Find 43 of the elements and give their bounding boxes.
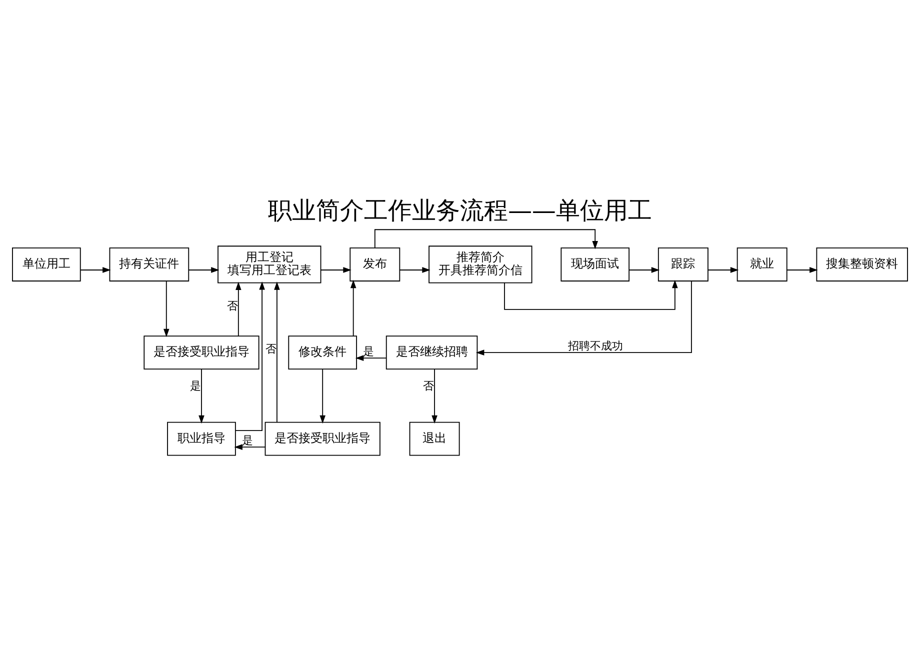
edge-label: 招聘不成功 (568, 339, 623, 352)
arrow (708, 267, 739, 273)
arrow (399, 267, 430, 273)
edge-label: 否 (423, 379, 434, 392)
node-box: 发布 (350, 248, 400, 282)
node-box: 持有关证件 (109, 248, 190, 282)
arrow (198, 368, 204, 424)
node-box: 是否接受职业指导 (144, 336, 260, 370)
arrow (188, 267, 220, 273)
arrow (374, 229, 598, 250)
node-box: 跟踪 (658, 248, 708, 282)
arrow (235, 282, 265, 432)
node-box: 职业指导 (167, 422, 236, 456)
arrow (786, 267, 818, 273)
edge-label: 否 (226, 300, 238, 313)
arrow (274, 282, 280, 423)
arrow (504, 280, 678, 310)
node-box: 搜集整顿资料 (816, 248, 908, 282)
arrow (236, 282, 242, 336)
arrow (432, 368, 438, 424)
node-box: 是否继续招聘 (386, 336, 478, 370)
node-box: 现场面试 (560, 248, 630, 282)
arrow (234, 444, 266, 450)
node-box: 就业 (736, 248, 788, 282)
arrow (355, 355, 387, 361)
edge-label: 否 (265, 342, 276, 356)
node-box: 是否接受职业指导 (264, 422, 380, 456)
node-box: 推荐简介 开具推荐简介信 (428, 246, 532, 284)
arrow (320, 368, 326, 424)
edge-label: 是 (242, 434, 254, 447)
arrow (80, 267, 111, 273)
arrow (628, 267, 660, 273)
arrow (320, 267, 352, 273)
arrow (164, 280, 170, 338)
node-box: 单位用工 (12, 248, 81, 282)
edge-label: 是 (190, 379, 202, 392)
node-box: 修改条件 (288, 336, 357, 370)
node-box: 退出 (409, 422, 460, 456)
node-box: 用工登记 填写用工登记表 (218, 246, 322, 284)
arrow (476, 280, 692, 356)
diagram-title: 职业简介工作业务流程——单位用工 (268, 196, 652, 224)
edge-label: 是 (363, 344, 374, 358)
arrow (350, 280, 356, 336)
